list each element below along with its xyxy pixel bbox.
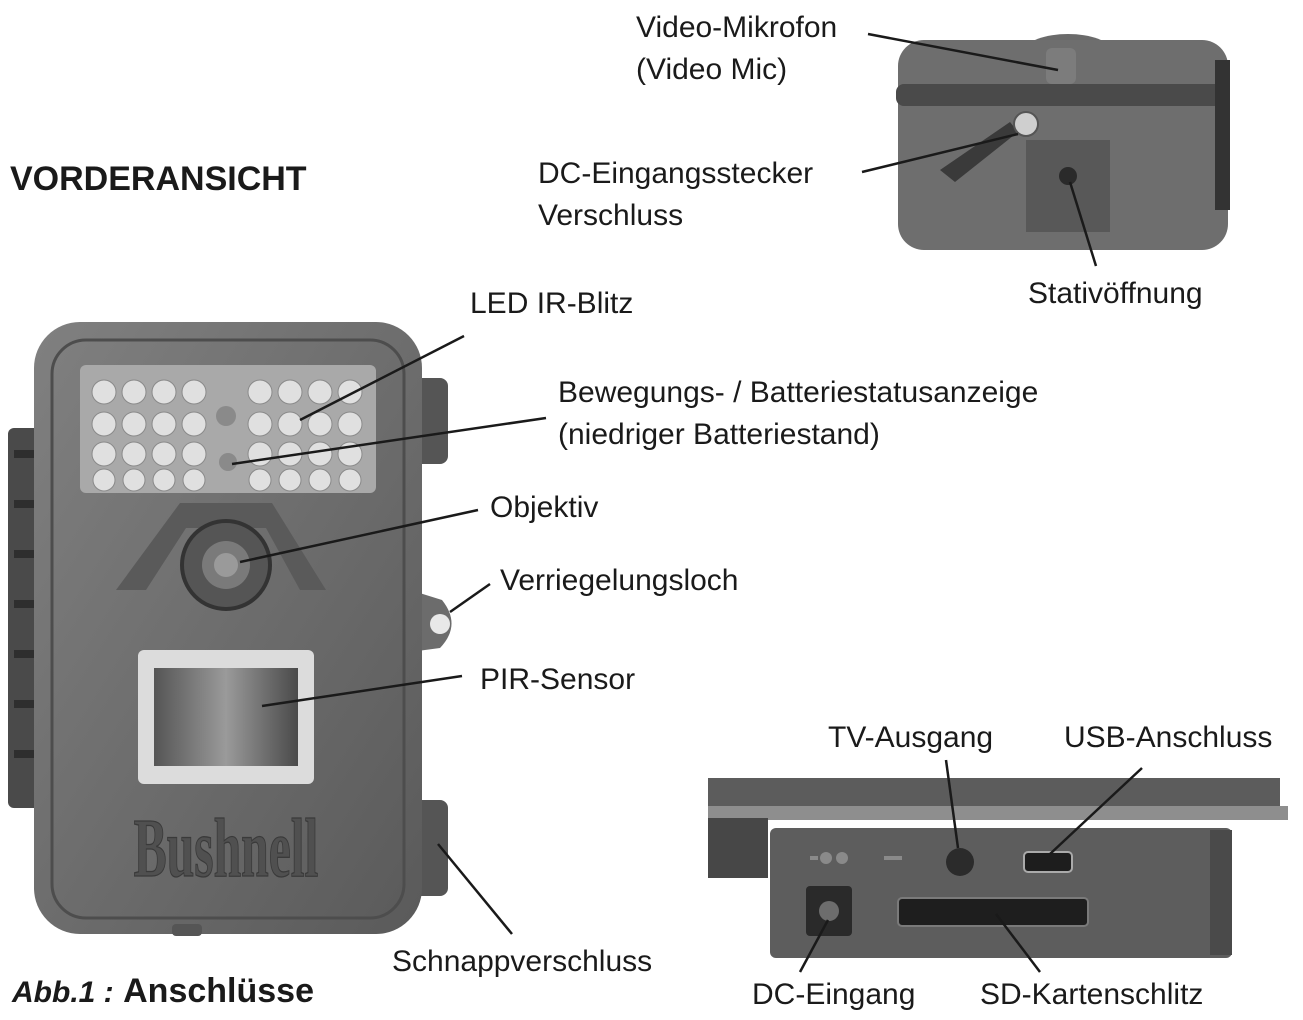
- figure-caption: Abb.1 : Anschlüsse: [12, 972, 314, 1011]
- tripod-socket: [1059, 167, 1077, 185]
- label-sd-slot: SD-Kartenschlitz: [980, 978, 1204, 1011]
- pir-sensor: [154, 668, 298, 766]
- side-view-photo: [896, 34, 1230, 250]
- caption-prefix: Abb.1 :: [12, 976, 114, 1009]
- page-heading: VORDERANSICHT: [10, 160, 307, 198]
- usb-port: [1023, 851, 1073, 873]
- brand-logo: Bushnell: [134, 802, 319, 894]
- caption-title: Anschlüsse: [123, 972, 314, 1010]
- status-indicator: [216, 406, 236, 426]
- leader-lines: [231, 32, 1143, 973]
- tripod-plate: [1026, 140, 1110, 232]
- lock-hole: [430, 614, 450, 634]
- label-tv-out: TV-Ausgang: [828, 721, 994, 754]
- label-usb: USB-Anschluss: [1064, 721, 1273, 754]
- label-led: LED IR-Blitz: [470, 287, 634, 320]
- dc-jack-cover: [940, 122, 1018, 182]
- label-latch: Schnappverschluss: [392, 945, 653, 978]
- label-motion: Bewegungs- / Batteriestatusanzeige: [558, 376, 1039, 409]
- label-tripod: Stativöffnung: [1028, 277, 1203, 310]
- front-camera-photo: Bushnell: [8, 322, 452, 936]
- label-motion-sub: (niedriger Batteriestand): [558, 418, 880, 451]
- label-dc-jack-cover: Verschluss: [538, 199, 684, 232]
- label-dc-jack: DC-Eingangsstecker: [538, 157, 814, 190]
- label-video-mic-en: (Video Mic): [636, 53, 788, 86]
- tv-out-jack: [946, 848, 974, 876]
- label-dc-in: DC-Eingang: [752, 978, 916, 1011]
- bottom-view-photo: [708, 778, 1288, 958]
- label-lens: Objektiv: [490, 491, 599, 524]
- sd-slot: [897, 897, 1089, 927]
- label-pir: PIR-Sensor: [480, 663, 636, 696]
- label-lock-hole: Verriegelungsloch: [500, 564, 739, 597]
- video-mic: [1046, 48, 1076, 84]
- label-video-mic: Video-Mikrofon: [636, 11, 838, 44]
